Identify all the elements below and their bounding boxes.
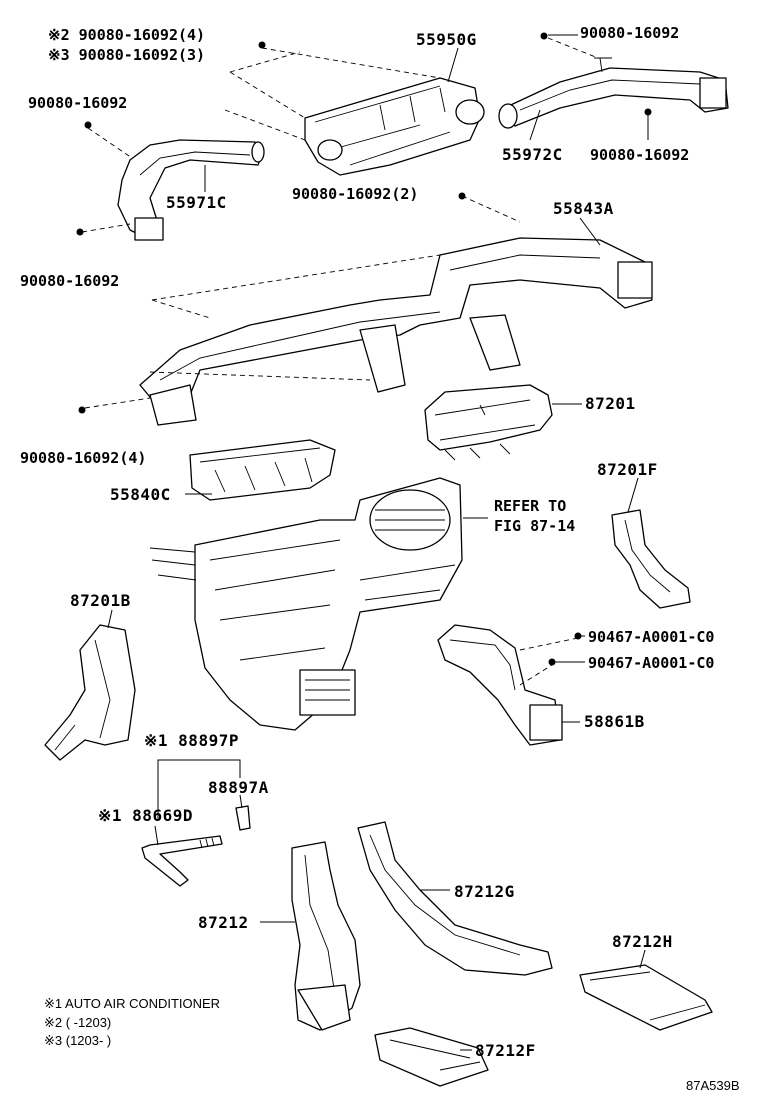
label-duct-87212g: 87212G: [454, 882, 515, 901]
label-clip-lower: 90467-A0001-C0: [588, 654, 714, 672]
note-date-range-1: ※2 ( -1203): [44, 1015, 111, 1030]
label-refer-line2: FIG 87-14: [494, 517, 575, 535]
duct-55843a-leader: [579, 217, 601, 246]
bolt-55972c-icon: [644, 108, 652, 116]
bolt-top-left-icon: [258, 41, 266, 49]
duct-87212-drawing: [291, 841, 361, 1031]
label-bolt-top-left-3: ※3 90080-16092(3): [48, 46, 205, 64]
label-duct-55843a: 55843A: [553, 199, 614, 218]
duct-87201-drawing: [424, 384, 553, 461]
clips-guides: [519, 637, 579, 686]
label-clip-upper: 90467-A0001-C0: [588, 628, 714, 646]
hose-88897p-bracket: [157, 759, 241, 820]
bolt-center-icon: [458, 192, 466, 200]
label-refer-line1: REFER TO: [494, 497, 566, 515]
bolt-bottom-left-icon: [78, 406, 86, 414]
label-bolt-left-lower: 90080-16092: [20, 272, 119, 290]
label-duct-87201f: 87201F: [597, 460, 658, 479]
duct-55950g-leader: [447, 47, 459, 83]
duct-55971c-guides: [81, 127, 133, 233]
label-duct-55950g: 55950G: [416, 30, 477, 49]
label-duct-87201: 87201: [585, 394, 636, 413]
duct-87201f-drawing: [611, 509, 691, 609]
label-duct-58861b: 58861B: [584, 712, 645, 731]
duct-55972c-drawing: [498, 57, 729, 129]
label-duct-87212f: 87212F: [475, 1041, 536, 1060]
label-duct-55972c: 55972C: [502, 145, 563, 164]
hose-88669d-drawing: [141, 835, 223, 887]
label-bolt-55972c: 90080-16092: [590, 146, 689, 164]
duct-55950g-drawing: [304, 77, 485, 176]
figure-code: 87A539B: [686, 1078, 740, 1093]
label-hose-88897p: ※1 88897P: [144, 731, 239, 750]
duct-55971c-drawing: [117, 139, 265, 241]
note-auto-ac: ※1 AUTO AIR CONDITIONER: [44, 996, 220, 1011]
hose-88669d-leader: [154, 825, 159, 846]
hose-88897a-drawing: [235, 805, 251, 831]
duct-87201b-drawing: [44, 624, 136, 761]
hose-88897a-leader: [239, 794, 243, 809]
label-bolt-bottom-4: 90080-16092(4): [20, 449, 146, 467]
label-duct-87212h: 87212H: [612, 932, 673, 951]
duct-87212f-drawing: [374, 1027, 489, 1087]
duct-55843a-drawing: [139, 237, 653, 426]
duct-55840c-drawing: [189, 439, 336, 501]
clip-upper-icon: [574, 632, 582, 640]
duct-87212h-drawing: [579, 964, 713, 1031]
duct-87201f-leader: [627, 477, 639, 513]
duct-87212g-drawing: [357, 821, 553, 976]
label-bolt-top-right: 90080-16092: [580, 24, 679, 42]
label-duct-87212: 87212: [198, 913, 249, 932]
bolt-left-upper-icon: [84, 121, 92, 129]
bolt-top-right-icon: [540, 32, 548, 40]
clip-lower-icon: [548, 658, 556, 666]
duct-55950g-guides: [224, 47, 441, 141]
duct-58861b-drawing: [437, 624, 563, 746]
label-duct-87201b: 87201B: [70, 591, 131, 610]
label-duct-55971c: 55971C: [166, 193, 227, 212]
bolt-left-lower-icon: [76, 228, 84, 236]
duct-87201b-leader: [107, 609, 113, 629]
label-hose-88669d: ※1 88669D: [98, 806, 193, 825]
hvac-unit-drawing: [149, 477, 463, 731]
label-bolt-left-upper: 90080-16092: [28, 94, 127, 112]
duct-55843a-guides: [84, 195, 521, 409]
duct-55972c-leader: [529, 109, 541, 141]
duct-87212h-leader: [639, 949, 646, 969]
note-date-range-2: ※3 (1203- ): [44, 1033, 111, 1048]
label-duct-55840c: 55840C: [110, 485, 171, 504]
label-hose-88897a: 88897A: [208, 778, 269, 797]
label-bolt-center-2: 90080-16092(2): [292, 185, 418, 203]
label-bolt-top-left-2: ※2 90080-16092(4): [48, 26, 205, 44]
